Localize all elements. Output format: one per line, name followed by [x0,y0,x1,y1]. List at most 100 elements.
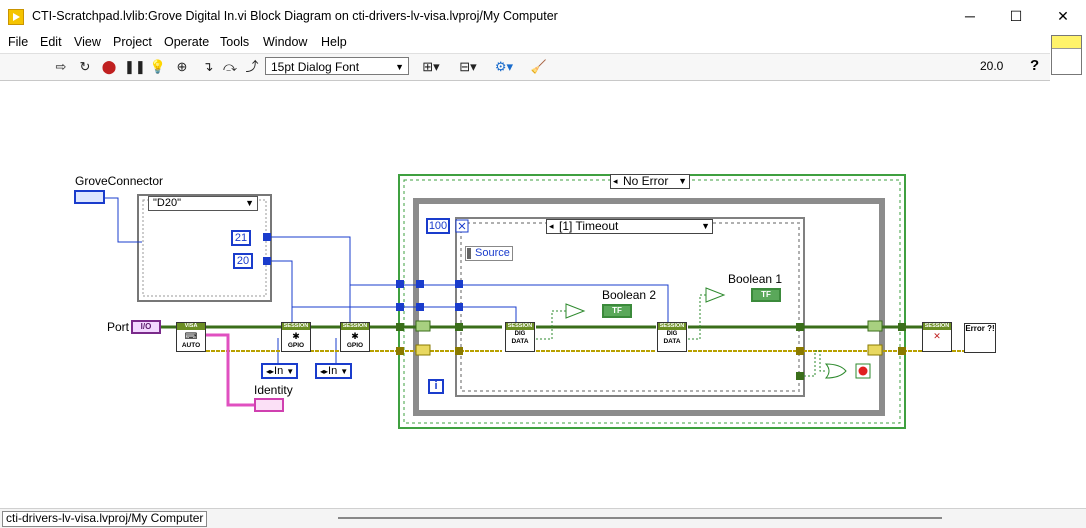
error-case-selector[interactable]: ◂ No Error ▼ [610,174,690,189]
grove-connector-terminal[interactable] [74,190,105,204]
gpio-session-node-1[interactable]: SESSION ✱ GPIO [281,322,311,352]
abort-icon[interactable]: ⬤ [101,59,117,74]
gpio-icon: ✱ [351,331,359,341]
visa-configure-node[interactable]: VISA ⌨ AUTO [176,322,206,352]
close-button[interactable]: ✕ [1057,8,1069,24]
chevron-down-icon: ▼ [701,221,710,231]
boolean-2-label: Boolean 2 [602,288,657,302]
close-node-header: SESSION [923,323,951,330]
direction-enum-1-value: In [274,365,284,377]
wait-ms-const[interactable]: 100 [426,218,450,234]
direction-enum-1[interactable]: ◂▸In▼ [261,363,298,379]
direction-enum-2-value: In [328,365,338,377]
dig-data-node-1[interactable]: SESSION DIG DATA [505,322,535,352]
title-bar: CTI-Scratchpad.lvlib:Grove Digital In.vi… [0,0,1086,32]
menu-window[interactable]: Window [263,35,308,49]
grove-case-value: "D20" [153,197,181,209]
diagram-wires [105,174,965,429]
run-arrow-icon[interactable]: ⇨ [55,59,67,74]
menu-project[interactable]: Project [113,35,152,49]
minimize-button[interactable]: ─ [965,8,975,24]
identity-label: Identity [254,383,293,397]
simple-error-handler[interactable]: Error ?! [964,323,996,353]
step-over-icon[interactable]: ⤼ [223,59,237,74]
menu-tools[interactable]: Tools [220,35,250,49]
status-bar: cti-drivers-lv-visa.lvproj/My Computer [0,508,1086,528]
dig-node-1-mid: DIG [514,331,526,337]
pause-icon[interactable]: ❚❚ [124,59,146,74]
source-label: Source [475,247,510,259]
zoom-level: 20.0 [980,59,1004,73]
menu-edit[interactable]: Edit [40,35,62,49]
dig-node-2-header: SESSION [658,323,686,330]
gpio-session-node-2[interactable]: SESSION ✱ GPIO [340,322,370,352]
gpio-node-1-header: SESSION [282,323,310,330]
font-select-value: 15pt Dialog Font [271,60,360,74]
step-into-icon[interactable]: ↴ [202,59,214,74]
distribute-objects-icon[interactable]: ⊟▾ [459,59,477,74]
dig-node-1-header: SESSION [506,323,534,330]
menu-bar: File Edit View Project Operate Tools Win… [0,32,1050,52]
dig-node-1-sub: DATA [511,338,529,345]
timeout-case-value: [1] Timeout [559,219,619,233]
highlight-execution-icon[interactable]: 💡 [149,59,167,74]
window-title: CTI-Scratchpad.lvlib:Grove Digital In.vi… [32,9,558,23]
visa-node-sub: AUTO [181,342,201,349]
menu-operate[interactable]: Operate [164,35,210,49]
dig-data-node-2[interactable]: SESSION DIG DATA [657,322,687,352]
chevron-down-icon: ▼ [245,198,254,208]
direction-enum-2[interactable]: ◂▸In▼ [315,363,352,379]
const-21[interactable]: 21 [231,230,251,246]
port-terminal[interactable]: I/O [131,320,161,334]
dig-node-2-mid: DIG [666,331,678,337]
chevron-down-icon: ▼ [340,367,349,376]
gpio-node-2-header: SESSION [341,323,369,330]
horizontal-scrollbar[interactable] [338,517,942,519]
close-session-icon: ✕ [933,331,941,341]
chevron-down-icon: ▼ [286,367,295,376]
cleanup-diagram-icon[interactable]: 🧹 [530,59,548,74]
property-node-handle [467,248,471,259]
menu-help[interactable]: Help [321,35,347,49]
updown-icon: ◂▸ [320,367,329,376]
decrement-icon: ◂ [549,221,554,231]
gpio-node-1-sub: GPIO [287,342,305,349]
gpio-icon: ✱ [292,331,300,341]
run-continuously-icon[interactable]: ↻ [79,59,91,74]
grove-connector-label: GroveConnector [75,174,164,188]
menu-view[interactable]: View [74,35,101,49]
serial-port-icon: ⌨ [184,331,198,341]
toolbar: ⇨ ↻ ⬤ ❚❚ 💡 ⊕ ↴ ⤼ ⤴ 15pt Dialog Font▼ ⊞▾ … [0,53,1050,81]
gpio-node-2-sub: GPIO [346,342,364,349]
context-help-panel[interactable] [1051,35,1082,75]
identity-terminal[interactable] [254,398,284,412]
boolean-1-indicator[interactable]: TF [751,288,781,302]
port-label: Port [107,320,130,334]
source-property-node[interactable]: Source [465,246,513,261]
font-select[interactable]: 15pt Dialog Font ▼ [265,57,409,75]
updown-icon: ◂▸ [266,367,275,376]
project-context[interactable]: cti-drivers-lv-visa.lvproj/My Computer [2,511,208,527]
context-help-icon[interactable]: ? [1030,57,1040,74]
close-session-node[interactable]: SESSION ✕ [922,322,952,352]
dig-node-2-sub: DATA [663,338,681,345]
boolean-2-indicator[interactable]: TF [602,304,632,318]
retain-wire-values-icon[interactable]: ⊕ [176,59,188,74]
chevron-down-icon: ▼ [678,176,687,186]
boolean-1-label: Boolean 1 [728,272,783,286]
timeout-case-selector[interactable]: ◂ [1] Timeout ▼ [546,219,713,234]
const-20[interactable]: 20 [233,253,253,269]
labview-app-icon [8,9,24,25]
grove-case-selector[interactable]: "D20" ▼ [148,196,258,211]
block-diagram[interactable]: GroveConnector "D20" ▼ 21 20 Port I/O VI… [0,80,1086,508]
decrement-icon: ◂ [613,176,618,186]
visa-node-header: VISA [177,323,205,330]
chevron-down-icon: ▼ [395,62,404,72]
menu-file[interactable]: File [8,35,29,49]
error-case-value: No Error [623,174,669,188]
step-out-icon[interactable]: ⤴ [245,59,259,74]
reorder-icon[interactable]: ⚙▾ [494,59,514,74]
align-objects-icon[interactable]: ⊞▾ [422,59,440,74]
maximize-button[interactable]: ☐ [1009,8,1023,24]
iteration-terminal[interactable]: i [428,379,444,394]
